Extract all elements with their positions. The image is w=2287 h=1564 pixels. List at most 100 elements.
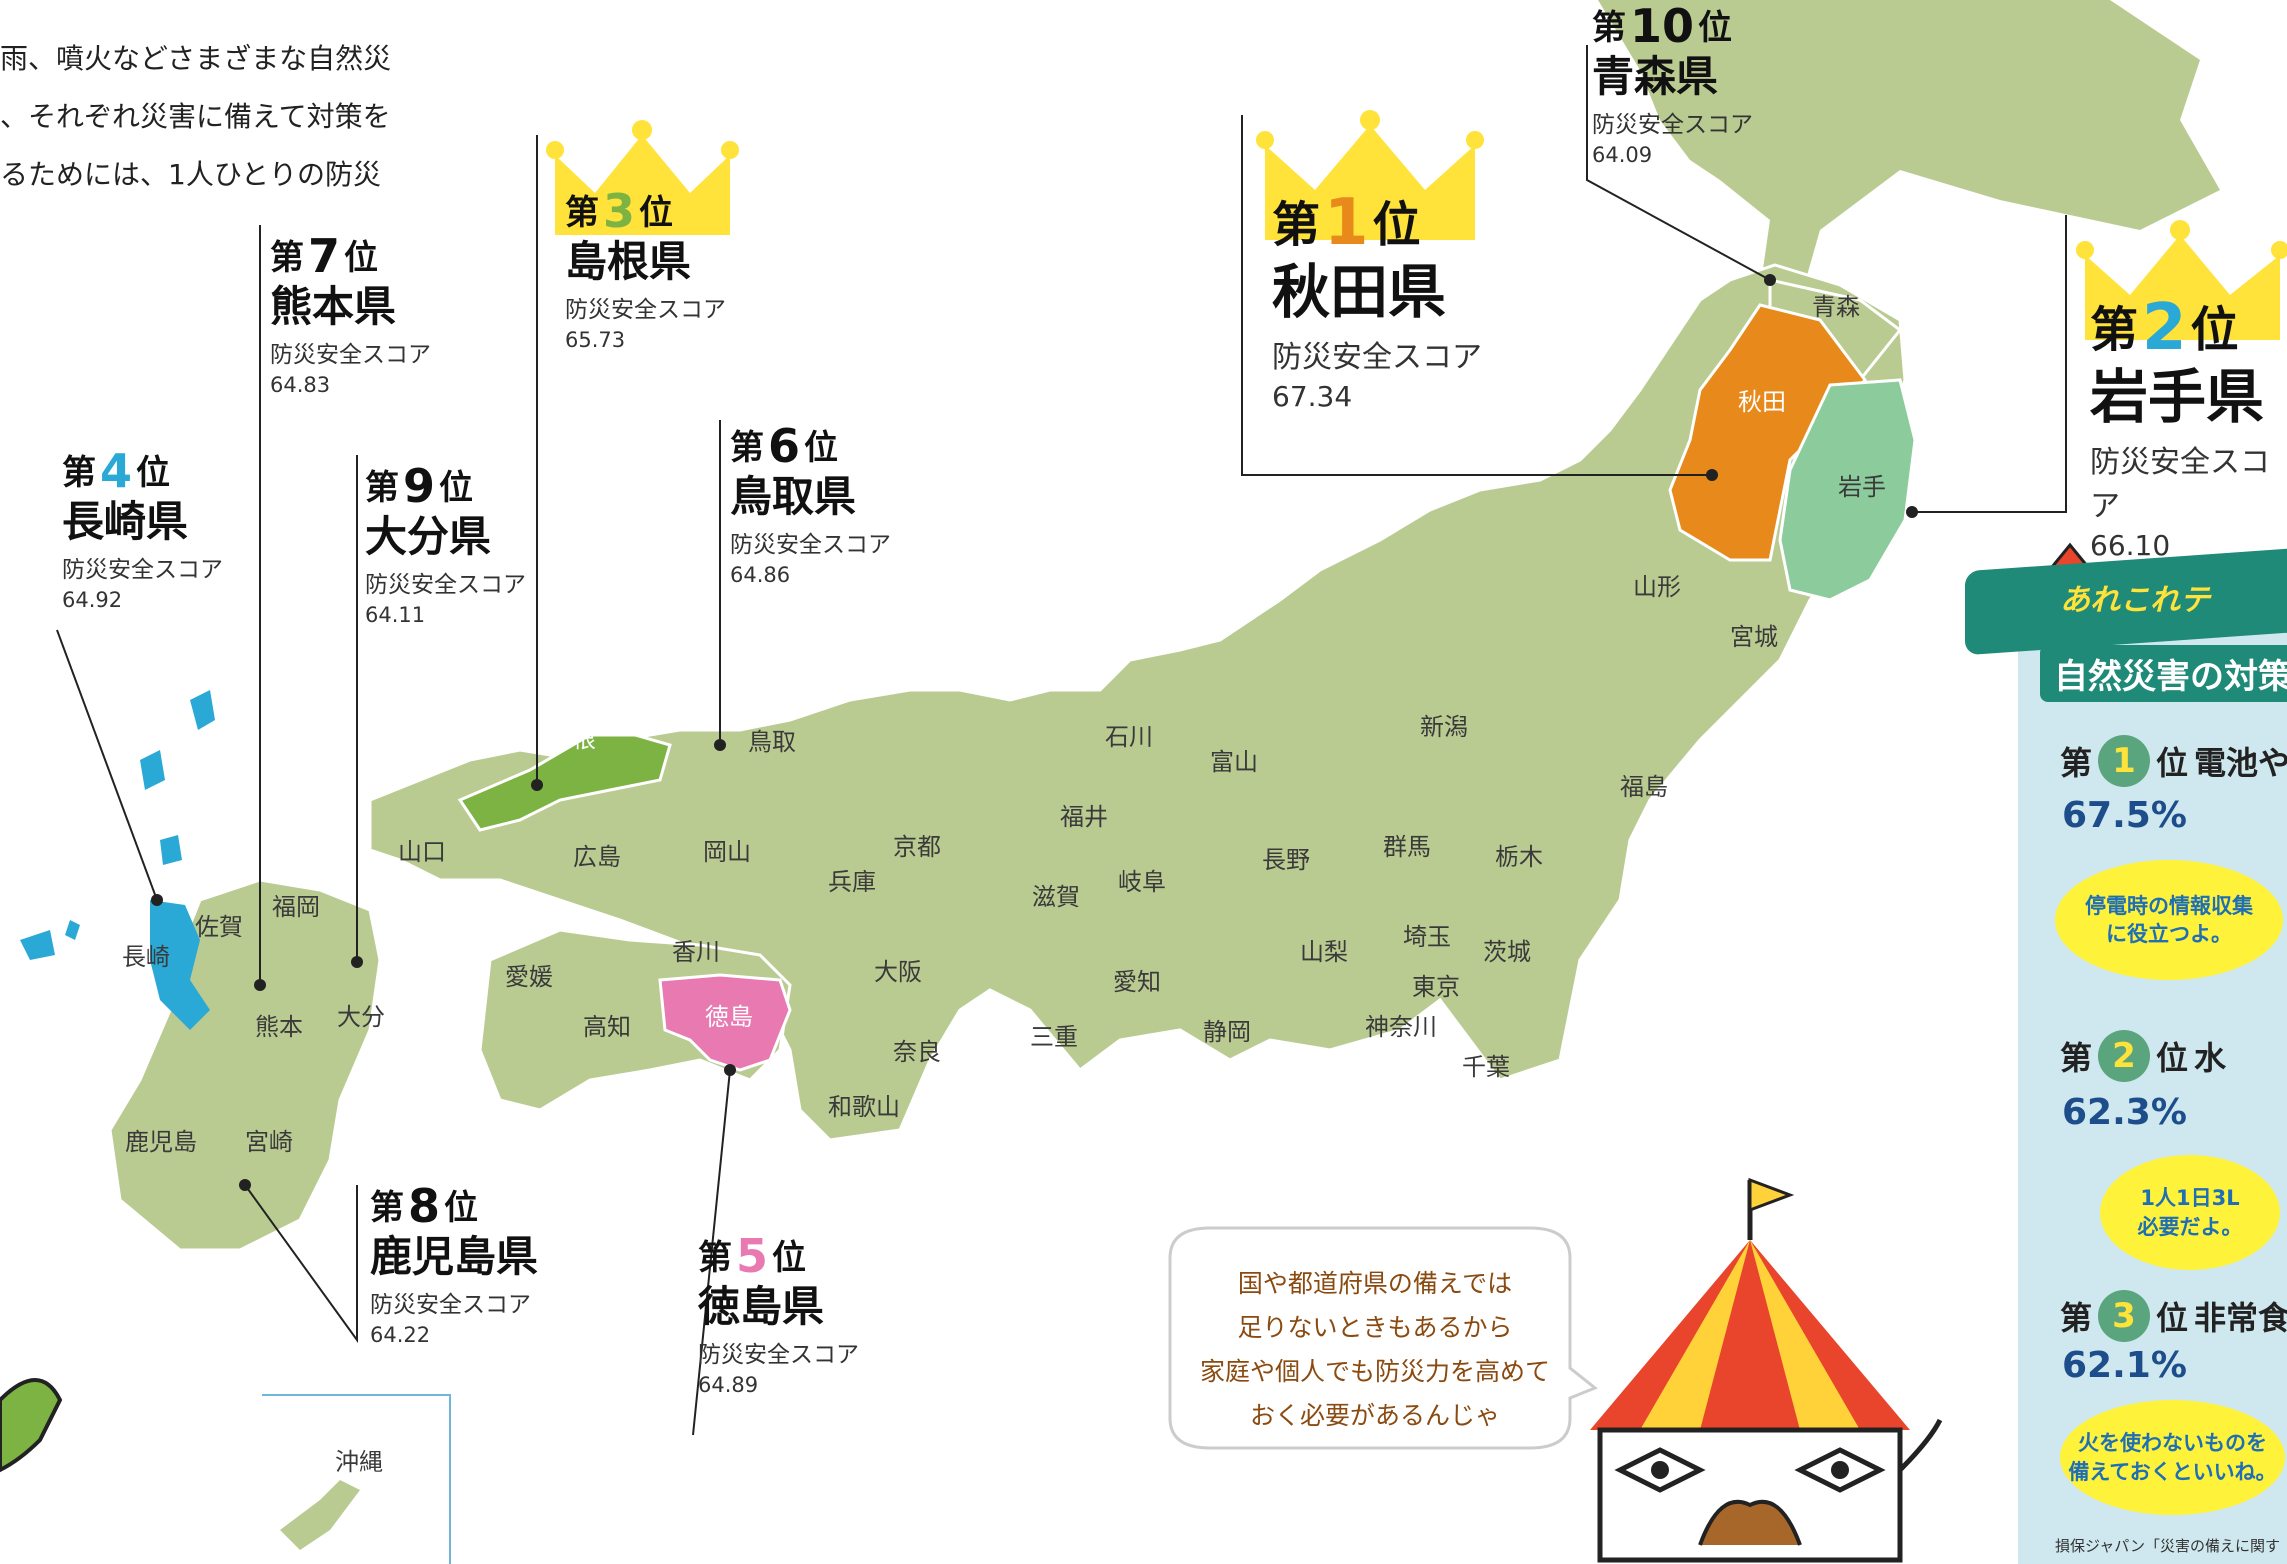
- label-akita: 秋田: [1738, 388, 1786, 416]
- pref-akita: [1668, 303, 1867, 562]
- score-value: 67.34: [1272, 379, 1353, 413]
- label-shizuoka: 静岡: [1203, 1018, 1251, 1046]
- rank-prefix: 第: [370, 1188, 404, 1228]
- hokkaido-land: [1598, 0, 2220, 300]
- label-tokushima: 徳島: [705, 1003, 753, 1031]
- label-aichi: 愛知: [1113, 968, 1161, 996]
- leader-dots: [151, 274, 1918, 1191]
- score-label: 防災安全スコア: [365, 572, 526, 599]
- score-value: 65.73: [565, 328, 626, 353]
- score-value: 64.22: [370, 1323, 431, 1348]
- score-value: 64.89: [698, 1373, 759, 1398]
- pref-shimane: [457, 733, 672, 832]
- rank-prefix: 第: [565, 193, 599, 233]
- label-tochigi: 栃木: [1495, 843, 1543, 871]
- score-value: 64.83: [270, 373, 331, 398]
- rank-number: 7: [308, 229, 341, 283]
- panel-item-2-percent: 62.3%: [2062, 1092, 2187, 1133]
- label-hiroshima: 広島: [573, 843, 621, 871]
- okinawa-island: [280, 1480, 360, 1550]
- rank-prefix: 第: [1272, 197, 1321, 253]
- label-okayama: 岡山: [703, 838, 751, 866]
- label-chiba: 千葉: [1462, 1053, 1510, 1081]
- label-miyagi: 宮城: [1730, 623, 1778, 651]
- rank-suffix: 位: [639, 193, 674, 233]
- score-label: 防災安全スコア: [1272, 339, 1482, 375]
- pref-nagasaki-islands: [20, 690, 215, 960]
- panel-item-label: 電池や: [2194, 744, 2287, 782]
- rank-suffix: 位: [2190, 302, 2239, 358]
- crown-icon-rank-3: [546, 120, 739, 235]
- rank-prefix: 第: [1592, 8, 1626, 48]
- label-hyogo: 兵庫: [828, 868, 876, 896]
- rank-number: 10: [1630, 0, 1695, 53]
- rank-number: 4: [100, 444, 133, 498]
- score-value: 64.11: [365, 603, 426, 628]
- rank-badge: 2: [2098, 1030, 2151, 1082]
- noto-peninsula: [1150, 650, 1250, 740]
- honshu-land: [368, 263, 1907, 1142]
- prefecture-name: 島根県: [565, 237, 692, 286]
- label-ibaraki: 茨城: [1483, 938, 1531, 966]
- rank-number: 9: [403, 459, 436, 513]
- label-gunma: 群馬: [1383, 833, 1431, 861]
- pref-nagasaki-main: [150, 900, 210, 1030]
- rank-number: 3: [603, 184, 636, 238]
- label-oita: 大分: [337, 1003, 385, 1031]
- label-toyama: 富山: [1210, 748, 1258, 776]
- rank-number: 5: [736, 1229, 769, 1283]
- pref-iwate: [1778, 378, 1917, 602]
- panel-subtitle: 自然災害の対策: [2040, 645, 2287, 702]
- label-tokyo: 東京: [1412, 973, 1460, 1001]
- panel-item-1-note: 停電時の情報収集 に役立つよ。: [2055, 860, 2283, 980]
- rank-prefix: 第: [698, 1238, 732, 1278]
- label-ehime: 愛媛: [505, 963, 553, 991]
- score-label: 防災安全スコア: [565, 297, 726, 324]
- rank-suffix: 位: [1372, 197, 1421, 253]
- source-note: 損保ジャパン「災害の備えに関す: [2055, 1537, 2281, 1555]
- label-kanagawa: 神奈川: [1365, 1013, 1437, 1041]
- intro-text: 雨、噴火などさまざまな自然災、それぞれ災害に備えて対策をるためには、1人ひとりの…: [0, 30, 391, 204]
- label-kyoto: 京都: [893, 833, 941, 861]
- label-yamagata: 山形: [1633, 573, 1681, 601]
- label-nagano: 長野: [1262, 846, 1310, 874]
- score-value: 66.10: [2090, 528, 2171, 562]
- label-shiga: 滋賀: [1032, 883, 1080, 911]
- sado-island: [1410, 570, 1470, 630]
- label-fukui: 福井: [1060, 803, 1108, 831]
- okinawa-inset: [262, 1394, 451, 1564]
- panel-item-label: 水: [2194, 1039, 2227, 1077]
- prefecture-name: 青森県: [1592, 52, 1719, 101]
- panel-item-2-note: 1人1日3L 必要だよ。: [2100, 1155, 2280, 1270]
- score-label: 防災安全スコア: [1592, 112, 1753, 139]
- label-okinawa: 沖縄: [335, 1448, 383, 1476]
- intro-line-1: 雨、噴火などさまざまな自然災: [0, 42, 392, 75]
- label-osaka: 大阪: [874, 958, 922, 986]
- rank-badge: 1: [2098, 735, 2151, 787]
- rank-suffix: 位: [1698, 8, 1733, 48]
- score-value: 64.86: [730, 563, 791, 588]
- label-saga: 佐賀: [195, 913, 243, 941]
- rank-suffix: 位: [444, 1188, 479, 1228]
- score-label: 防災安全スコア: [2090, 444, 2270, 524]
- rank-suffix: 位: [804, 428, 839, 468]
- rank-suffix: 位: [344, 238, 379, 278]
- label-nagasaki: 長崎: [122, 943, 170, 971]
- crown-icon-rank-1: [1256, 110, 1484, 240]
- label-fukuoka: 福岡: [272, 893, 320, 921]
- rank-suffix: 位: [772, 1238, 807, 1278]
- prefecture-name: 岩手県: [2090, 363, 2265, 431]
- left-mascot: [0, 1378, 63, 1473]
- score-label: 防災安全スコア: [62, 557, 223, 584]
- prefecture-name: 大分県: [365, 512, 492, 561]
- panel-item-3-percent: 62.1%: [2062, 1345, 2187, 1386]
